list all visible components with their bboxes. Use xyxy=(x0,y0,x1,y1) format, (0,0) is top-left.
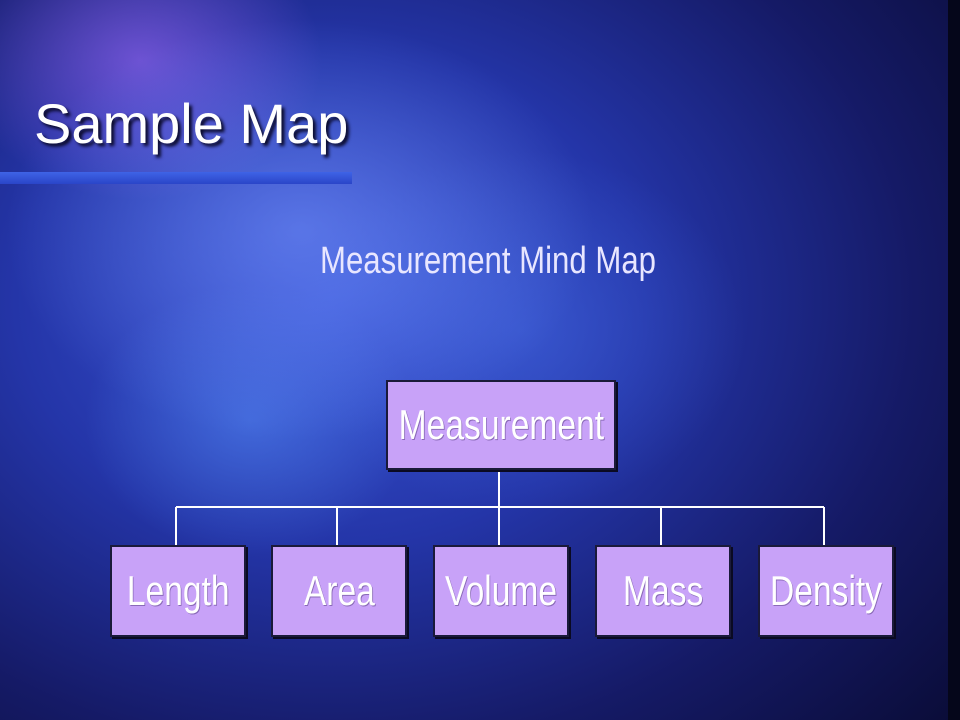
node-volume: Volume xyxy=(433,545,569,637)
node-length: Length xyxy=(110,545,246,637)
node-length-label: Length xyxy=(126,567,230,614)
title-underline-bar xyxy=(0,172,352,184)
slide-title: Sample Map xyxy=(34,92,349,155)
node-measurement-label: Measurement xyxy=(398,401,604,448)
slide-edge-strip xyxy=(948,0,960,720)
node-measurement: Measurement xyxy=(386,380,616,470)
node-density: Density xyxy=(758,545,894,637)
diagram-subtitle: Measurement Mind Map xyxy=(320,240,656,282)
node-area-label: Area xyxy=(303,567,375,614)
node-mass-label: Mass xyxy=(622,567,704,614)
node-area: Area xyxy=(271,545,407,637)
node-mass: Mass xyxy=(595,545,731,637)
node-density-label: Density xyxy=(769,567,883,614)
node-volume-label: Volume xyxy=(444,567,558,614)
